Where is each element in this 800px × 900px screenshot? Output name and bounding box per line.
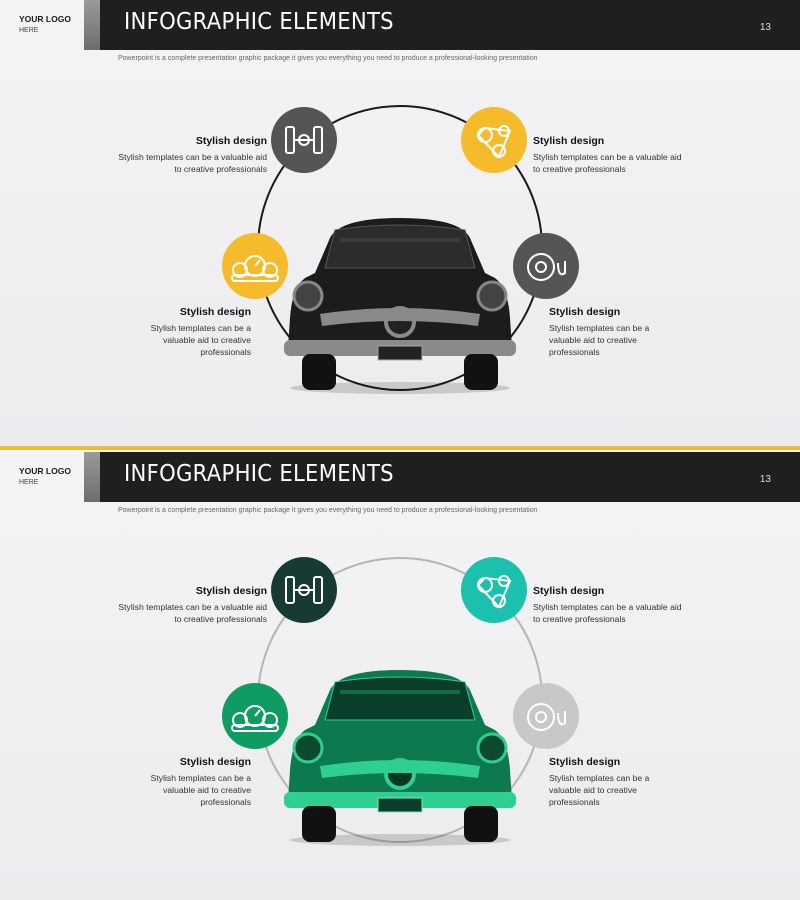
node-bottom-right xyxy=(513,233,579,299)
slide-subtitle: Powerpoint is a complete presentation gr… xyxy=(118,55,538,62)
slide-1: YOUR LOGO HERE INFOGRAPHIC ELEMENTS 13 P… xyxy=(0,0,800,446)
logo: YOUR LOGO HERE xyxy=(19,466,71,488)
node-bottom-right xyxy=(513,683,579,749)
desc-line: professionals xyxy=(549,797,600,807)
desc-line: valuable aid to creative xyxy=(163,785,251,795)
slide-divider xyxy=(0,446,800,450)
logo: YOUR LOGO HERE xyxy=(19,14,71,36)
header-bar xyxy=(100,0,800,50)
item-title-bottom-right: Stylish design xyxy=(549,756,621,768)
car-image xyxy=(280,218,520,396)
item-title-bottom-right: Stylish design xyxy=(549,306,621,318)
tire-icon xyxy=(527,253,566,281)
item-title-bottom-left: Stylish design xyxy=(179,306,251,318)
desc-line: Stylish templates can be a xyxy=(150,323,251,333)
tire-icon xyxy=(527,703,566,731)
item-desc-bottom-left: Stylish templates can be a valuable aid … xyxy=(151,322,251,358)
desc-line: Stylish templates can be a valuable aid xyxy=(533,602,682,612)
axle-icon xyxy=(285,576,323,604)
car-image xyxy=(280,670,520,848)
header-accent xyxy=(84,0,100,50)
desc-line: professionals xyxy=(200,347,251,357)
item-desc-top-right: Stylish templates can be a valuable aid … xyxy=(533,151,682,175)
desc-line: Stylish templates can be a xyxy=(549,323,650,333)
desc-line: to creative professionals xyxy=(533,614,626,624)
item-desc-bottom-left: Stylish templates can be a valuable aid … xyxy=(151,772,251,808)
desc-line: valuable aid to creative xyxy=(549,335,637,345)
header-bar xyxy=(100,452,800,502)
desc-line: professionals xyxy=(200,797,251,807)
desc-line: to creative professionals xyxy=(174,614,267,624)
desc-line: Stylish templates can be a valuable aid xyxy=(118,602,267,612)
logo-line1: YOUR LOGO xyxy=(19,14,71,24)
item-desc-top-right: Stylish templates can be a valuable aid … xyxy=(533,601,682,625)
node-top-left xyxy=(271,557,337,623)
node-top-right xyxy=(461,107,527,173)
item-title-top-left: Stylish design xyxy=(195,135,267,147)
node-top-left xyxy=(271,107,337,173)
item-title-bottom-left: Stylish design xyxy=(179,756,251,768)
desc-line: valuable aid to creative xyxy=(549,785,637,795)
page-number: 13 xyxy=(759,474,771,485)
desc-line: Stylish templates can be a xyxy=(549,773,650,783)
desc-line: Stylish templates can be a valuable aid xyxy=(118,152,267,162)
slide-title: INFOGRAPHIC ELEMENTS xyxy=(124,9,394,35)
header-accent xyxy=(84,452,100,502)
slide-2: YOUR LOGO HERE INFOGRAPHIC ELEMENTS 13 P… xyxy=(0,452,800,900)
item-desc-bottom-right: Stylish templates can be a valuable aid … xyxy=(549,772,649,808)
node-top-right xyxy=(461,557,527,623)
item-title-top-left: Stylish design xyxy=(195,585,267,597)
item-title-top-right: Stylish design xyxy=(533,135,605,147)
pulley-icon xyxy=(476,125,512,159)
node-bottom-left xyxy=(222,683,288,749)
gauge-icon xyxy=(231,705,279,732)
pulley-icon xyxy=(476,575,512,609)
logo-line2: HERE xyxy=(19,27,39,34)
desc-line: to creative professionals xyxy=(533,164,626,174)
desc-line: Stylish templates can be a valuable aid xyxy=(533,152,682,162)
axle-icon xyxy=(285,126,323,154)
desc-line: professionals xyxy=(549,347,600,357)
logo-line2: HERE xyxy=(19,479,39,486)
slide-title: INFOGRAPHIC ELEMENTS xyxy=(124,461,394,487)
item-desc-top-left: Stylish templates can be a valuable aid … xyxy=(118,151,267,175)
desc-line: valuable aid to creative xyxy=(163,335,251,345)
item-title-top-right: Stylish design xyxy=(533,585,605,597)
desc-line: Stylish templates can be a xyxy=(150,773,251,783)
page-number: 13 xyxy=(759,22,771,33)
gauge-icon xyxy=(231,255,279,282)
item-desc-top-left: Stylish templates can be a valuable aid … xyxy=(118,601,267,625)
item-desc-bottom-right: Stylish templates can be a valuable aid … xyxy=(549,322,649,358)
desc-line: to creative professionals xyxy=(174,164,267,174)
slide-subtitle: Powerpoint is a complete presentation gr… xyxy=(118,507,538,514)
node-bottom-left xyxy=(222,233,288,299)
logo-line1: YOUR LOGO xyxy=(19,466,71,476)
